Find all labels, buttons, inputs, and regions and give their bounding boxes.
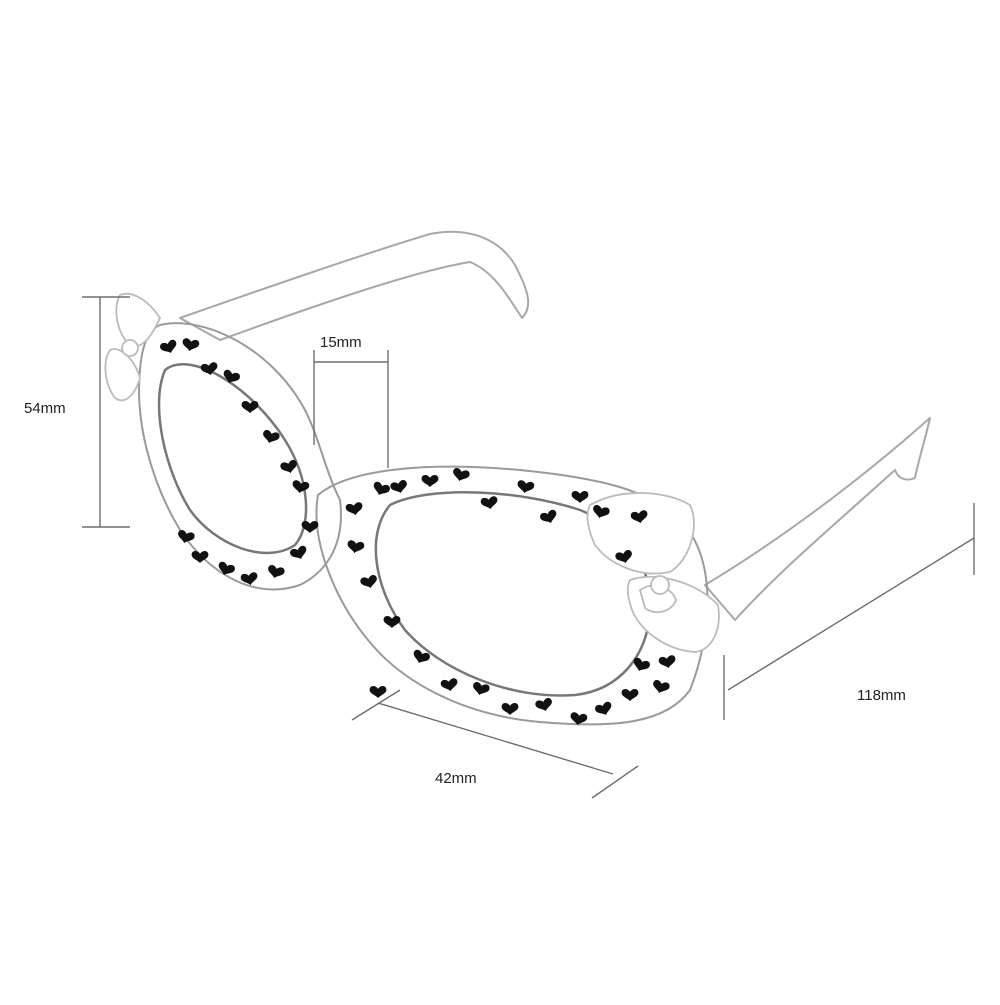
heart-icon <box>373 481 390 495</box>
heart-icon <box>292 480 310 494</box>
front-temple-arm <box>704 417 931 621</box>
heart-icon <box>658 655 676 669</box>
heart-icon <box>280 459 297 474</box>
heart-icon <box>223 369 240 383</box>
heart-icon <box>301 521 319 534</box>
heart-icon <box>290 545 307 559</box>
heart-icon <box>413 649 430 663</box>
heart-icon <box>630 510 648 524</box>
dimension-temple-length: 118mm <box>723 503 975 720</box>
heart-icon <box>421 475 439 488</box>
heart-icon <box>191 551 209 564</box>
heart-icon <box>595 701 612 715</box>
right-lens-frame <box>315 465 709 726</box>
heart-icon <box>593 504 610 519</box>
dimension-bridge-width: 15mm <box>313 334 389 468</box>
heart-icon <box>633 657 650 671</box>
heart-icon <box>621 689 639 702</box>
heart-icon <box>571 491 589 504</box>
heart-icon <box>241 401 259 414</box>
dimension-lens-width: 42mm <box>351 689 639 799</box>
heart-icon <box>653 679 670 694</box>
back-temple-arm <box>179 230 530 341</box>
left-bow-decoration <box>104 292 162 402</box>
heart-icon <box>218 561 235 575</box>
heart-icon <box>160 339 177 353</box>
heart-icon <box>480 496 498 510</box>
heart-icon <box>535 697 552 712</box>
heart-icon <box>240 572 258 586</box>
heart-icon <box>440 678 458 692</box>
heart-icon <box>383 616 401 629</box>
heart-icon <box>615 549 632 564</box>
temple-length-label: 118mm <box>857 687 906 704</box>
heart-icon <box>268 564 285 579</box>
left-lens-frame <box>138 322 342 591</box>
heart-icon <box>501 703 519 716</box>
heart-icon <box>360 574 377 589</box>
heart-icon <box>540 509 557 523</box>
heart-icon <box>345 502 363 516</box>
heart-icon <box>570 712 588 726</box>
heart-pattern <box>160 338 676 726</box>
heart-icon <box>390 479 407 494</box>
heart-icon <box>263 429 280 444</box>
heart-icon <box>182 338 200 352</box>
heart-icon <box>369 686 387 699</box>
left-lens <box>157 363 308 555</box>
heart-icon <box>347 540 365 554</box>
heart-icon <box>178 529 195 544</box>
heart-icon <box>473 681 490 696</box>
frame-height-label: 54mm <box>24 400 66 417</box>
heart-icon <box>517 480 535 494</box>
right-bow-decoration <box>586 492 720 653</box>
heart-icon <box>453 467 470 482</box>
bridge-width-label: 15mm <box>320 334 362 351</box>
heart-icon <box>200 362 218 376</box>
lens-width-label: 42mm <box>435 770 477 787</box>
dimension-frame-height: 54mm <box>24 296 130 528</box>
